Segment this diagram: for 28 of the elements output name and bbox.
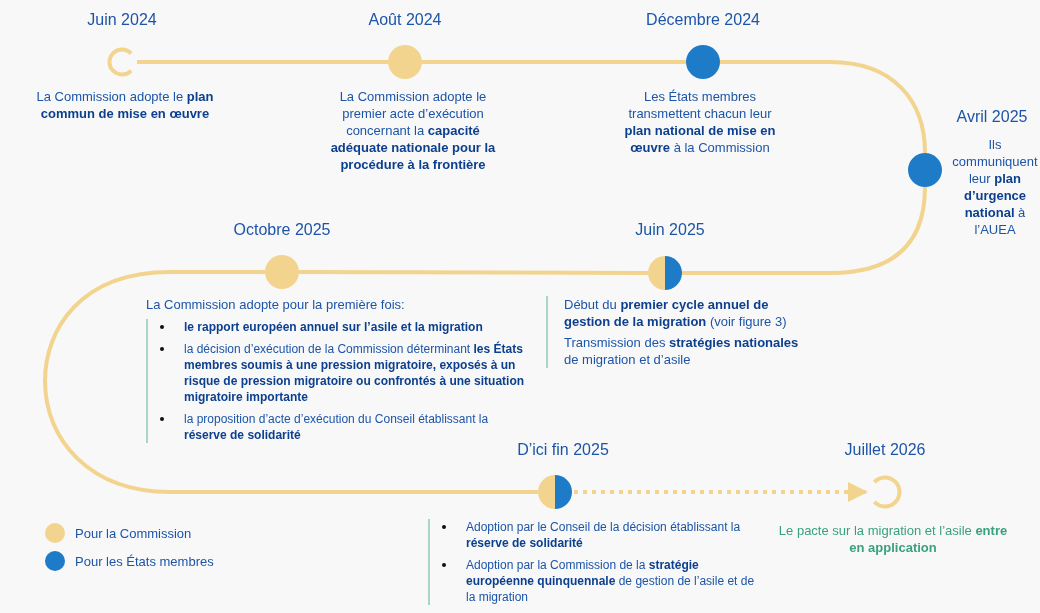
timeline-line [137,60,388,64]
date-label: Octobre 2025 [233,220,331,240]
milestone-description: Ils communiquent leur plan d’urgence national à l’AUEA [951,136,1039,238]
timeline-line [720,60,927,154]
list-item: Adoption par le Conseil de la décision établissant la réserve de solidarité [466,519,742,551]
milestone-description: La Commission adopte pour la première fois: [146,296,406,313]
date-label: Août 2024 [368,10,442,30]
legend-label: Pour les États membres [75,553,214,569]
list-item: la proposition d’acte d’exécution du Conseil établissant la réserve de solidarité [184,411,490,443]
milestone-description: Le pacte sur la migration et l’asile entre en application [778,522,1008,556]
date-label: Avril 2025 [956,107,1028,127]
milestone-description: La Commission adopte le premier acte d’exécution concernant la capacité adéquate nationale pour la procédure à la frontière [329,88,497,173]
date-label: Juin 2024 [87,10,157,30]
list-item: le rapport européen annuel sur l’asile et la migration [184,319,484,335]
milestone-description: Les États membres transmettent chacun leur plan national de mise en œuvre à la Commission [623,88,777,156]
date-label: Décembre 2024 [646,10,760,30]
list-item: la décision d’exécution de la Commission déterminant les États membres soumis à une pression migratoire, exposés à un risque de pression migratoire ou confrontés à une situation migratoire importante [184,341,526,405]
dotted-arrow [574,482,868,502]
date-label: Juillet 2026 [844,440,926,460]
milestone-description: Début du premier cycle annuel de gestion de la migration (voir figure 3) [564,296,788,330]
date-label: Juin 2025 [635,220,705,240]
milestone-description: Transmission des stratégies nationales de migration et d’asile [564,334,800,368]
date-label: D’ici fin 2025 [517,440,609,460]
list-item: Adoption par la Commission de la stratégie européenne quinquennale de gestion de l’asile et de la migration [466,557,756,605]
legend-label: Pour la Commission [75,525,192,541]
milestone-description: La Commission adopte le plan commun de mise en œuvre [35,88,215,122]
timeline-line [422,60,686,64]
timeline-line [682,186,927,275]
